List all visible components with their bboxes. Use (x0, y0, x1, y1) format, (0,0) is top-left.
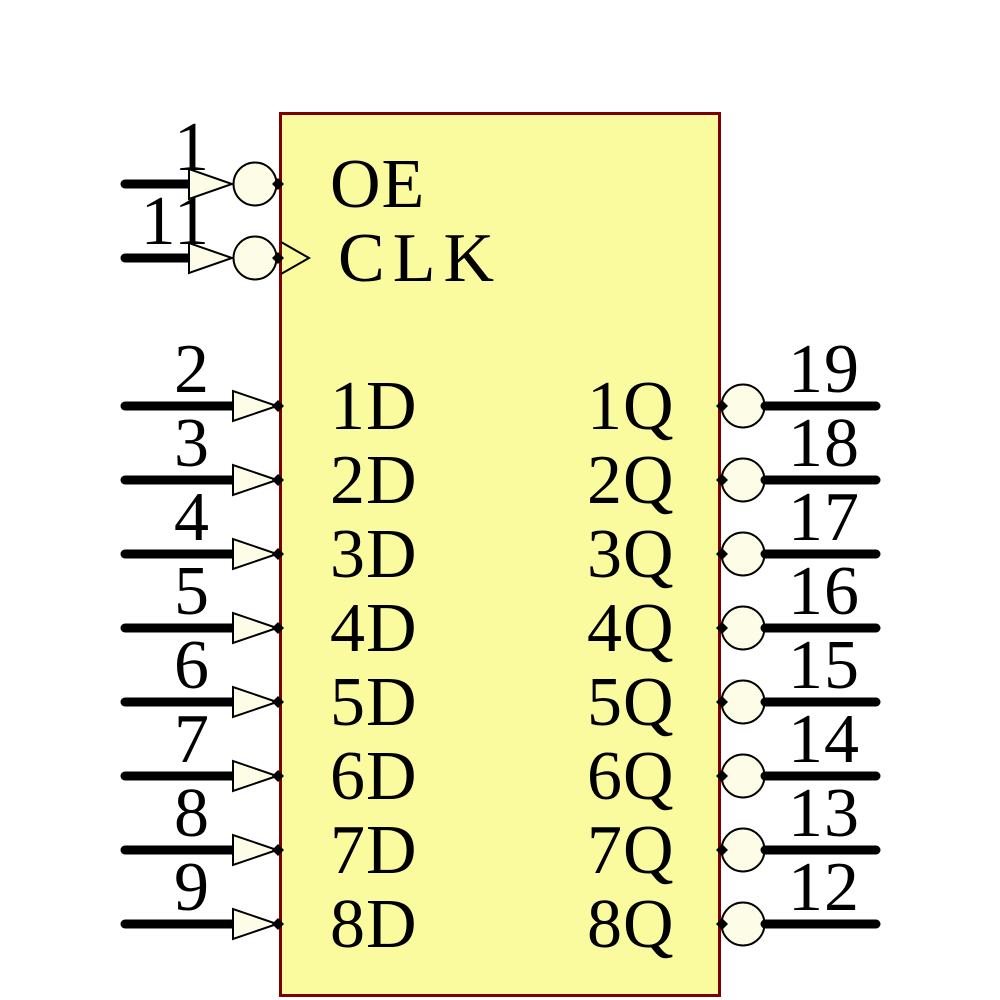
pin-number: 17 (788, 479, 860, 556)
input-arrow-icon (232, 463, 281, 497)
pin-junction-dot (716, 400, 728, 412)
pin-number: 7 (174, 701, 210, 778)
input-arrow-icon (232, 907, 281, 941)
pin-number: 3 (174, 405, 210, 482)
pin-number: 4 (174, 479, 210, 556)
pin-label: 8D (330, 886, 418, 963)
pin-label: 4Q (587, 590, 675, 667)
pin-junction-dot (272, 252, 284, 264)
input-arrow-icon (232, 759, 281, 793)
pin-junction-dot (716, 770, 728, 782)
pin-junction-dot (272, 400, 284, 412)
pin-label: 3Q (587, 516, 675, 593)
pin-label: 6Q (587, 738, 675, 815)
pin-label: 1D (330, 368, 418, 445)
pin-junction-dot (716, 696, 728, 708)
input-arrow-icon (188, 241, 236, 275)
pin-junction-dot (716, 918, 728, 930)
pin-label: 5D (330, 664, 418, 741)
input-arrow-icon (232, 611, 281, 645)
pin-junction-dot (272, 622, 284, 634)
pin-junction-dot (272, 696, 284, 708)
pin-number: 13 (788, 775, 860, 852)
pin-number: 1 (174, 109, 210, 186)
pin-label: OE (330, 146, 426, 223)
pin-junction-dot (716, 622, 728, 634)
pin-label: 2Q (587, 442, 675, 519)
pin-label: 1Q (587, 368, 675, 445)
pin-label: 8Q (587, 886, 675, 963)
pin-junction-dot (272, 918, 284, 930)
pin-junction-dot (716, 474, 728, 486)
input-arrow-icon (232, 389, 281, 423)
input-arrow-icon (232, 685, 281, 719)
pin-label: 3D (330, 516, 418, 593)
pin-label: 4D (330, 590, 418, 667)
pin-number: 8 (174, 775, 210, 852)
pin-number: 18 (788, 405, 860, 482)
pin-label: 6D (330, 738, 418, 815)
pin-number: 2 (174, 331, 210, 408)
clock-edge-icon (280, 241, 312, 275)
pin-number: 14 (788, 701, 860, 778)
pin-label: 7Q (587, 812, 675, 889)
pin-number: 19 (788, 331, 860, 408)
pin-number: 9 (174, 849, 210, 926)
pin-label: 7D (330, 812, 418, 889)
pin-junction-dot (272, 770, 284, 782)
pin-number: 6 (174, 627, 210, 704)
pin-junction-dot (716, 844, 728, 856)
ic-body (279, 112, 721, 997)
pin-junction-dot (272, 844, 284, 856)
inversion-bubble-icon (232, 161, 278, 207)
pin-number: 11 (140, 183, 210, 260)
pin-number: 16 (788, 553, 860, 630)
pin-number: 15 (788, 627, 860, 704)
input-arrow-icon (188, 167, 236, 201)
pin-label: 2D (330, 442, 418, 519)
pin-junction-dot (272, 474, 284, 486)
pin-junction-dot (272, 548, 284, 560)
inversion-bubble-icon (232, 235, 278, 281)
pin-number: 5 (174, 553, 210, 630)
input-arrow-icon (232, 537, 281, 571)
input-arrow-icon (232, 833, 281, 867)
pin-junction-dot (716, 548, 728, 560)
pin-label: 5Q (587, 664, 675, 741)
pin-number: 12 (788, 849, 860, 926)
pin-junction-dot (272, 178, 284, 190)
pin-label: CLK (338, 220, 502, 297)
